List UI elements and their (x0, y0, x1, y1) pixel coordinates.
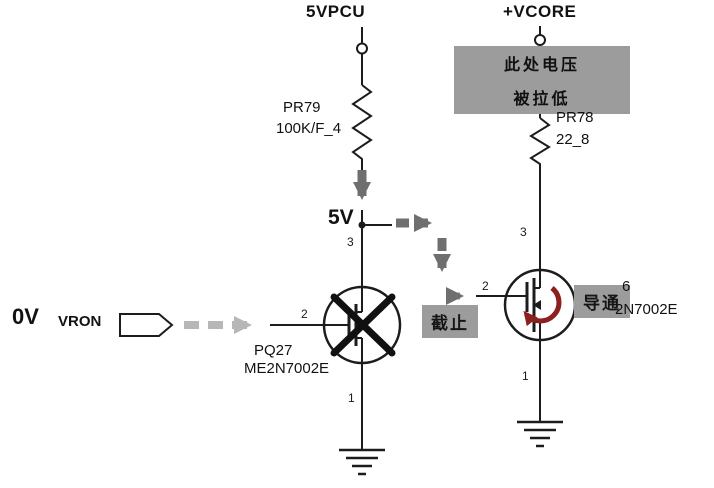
left-power-branch-wires (270, 27, 392, 450)
pin-q1-drain: 3 (347, 235, 354, 249)
current-flow-arrow-icon (523, 286, 562, 327)
voltage-pulled-low-note: 此处电压 被拉低 (454, 46, 630, 114)
mosfet-q2-symbol (503, 268, 577, 342)
junction-dot (358, 221, 366, 229)
pr78-value: 22_8 (556, 131, 590, 148)
mosfet-q2-drain-lead (534, 270, 541, 289)
note-line2: 被拉低 (513, 91, 571, 108)
state-badge-conducting: 导通 (574, 285, 630, 318)
ground-symbol-left (339, 448, 385, 476)
pq27-refdes: PQ27 (254, 342, 293, 359)
pin-q2-gate: 2 (482, 279, 489, 293)
ground-symbol-right (517, 420, 563, 448)
net-label-vcore: +VCORE (503, 2, 577, 21)
resistor-pr78-symbol (529, 117, 551, 172)
net-label-vron: VRON (58, 313, 102, 330)
net-label-5v: 5V (328, 206, 354, 229)
cutoff-cross-icon (330, 293, 396, 357)
power-terminal-left (356, 42, 368, 55)
pq27-partnum: ME2N7002E (244, 360, 330, 377)
mosfet-q1-source-lead (356, 337, 363, 363)
pr78-refdes: PR78 (556, 109, 594, 126)
vron-port-connector (119, 313, 174, 337)
note-line1: 此处电压 (503, 57, 580, 74)
pin-q2-source: 1 (522, 369, 529, 383)
net-label-0v: 0V (12, 304, 39, 329)
mosfet-q1-drain-lead (356, 287, 363, 313)
mosfet-q2-body-arrow (533, 300, 541, 310)
pr79-value: 100K/F_4 (276, 120, 342, 137)
resistor-pr79-symbol (351, 84, 373, 172)
pin-q1-gate: 2 (301, 307, 308, 321)
power-terminal-right (534, 34, 546, 46)
pin-q2-drain: 3 (520, 225, 527, 239)
pq26-refdes-fragment: 6 (622, 278, 631, 295)
state-badge-cutoff: 截止 (422, 305, 478, 338)
pq26-partnum-fragment: 2N7002E (615, 301, 678, 318)
net-label-5vpcu: 5VPCU (306, 2, 366, 21)
pin-q1-source: 1 (348, 391, 355, 405)
pr79-refdes: PR79 (283, 99, 321, 116)
